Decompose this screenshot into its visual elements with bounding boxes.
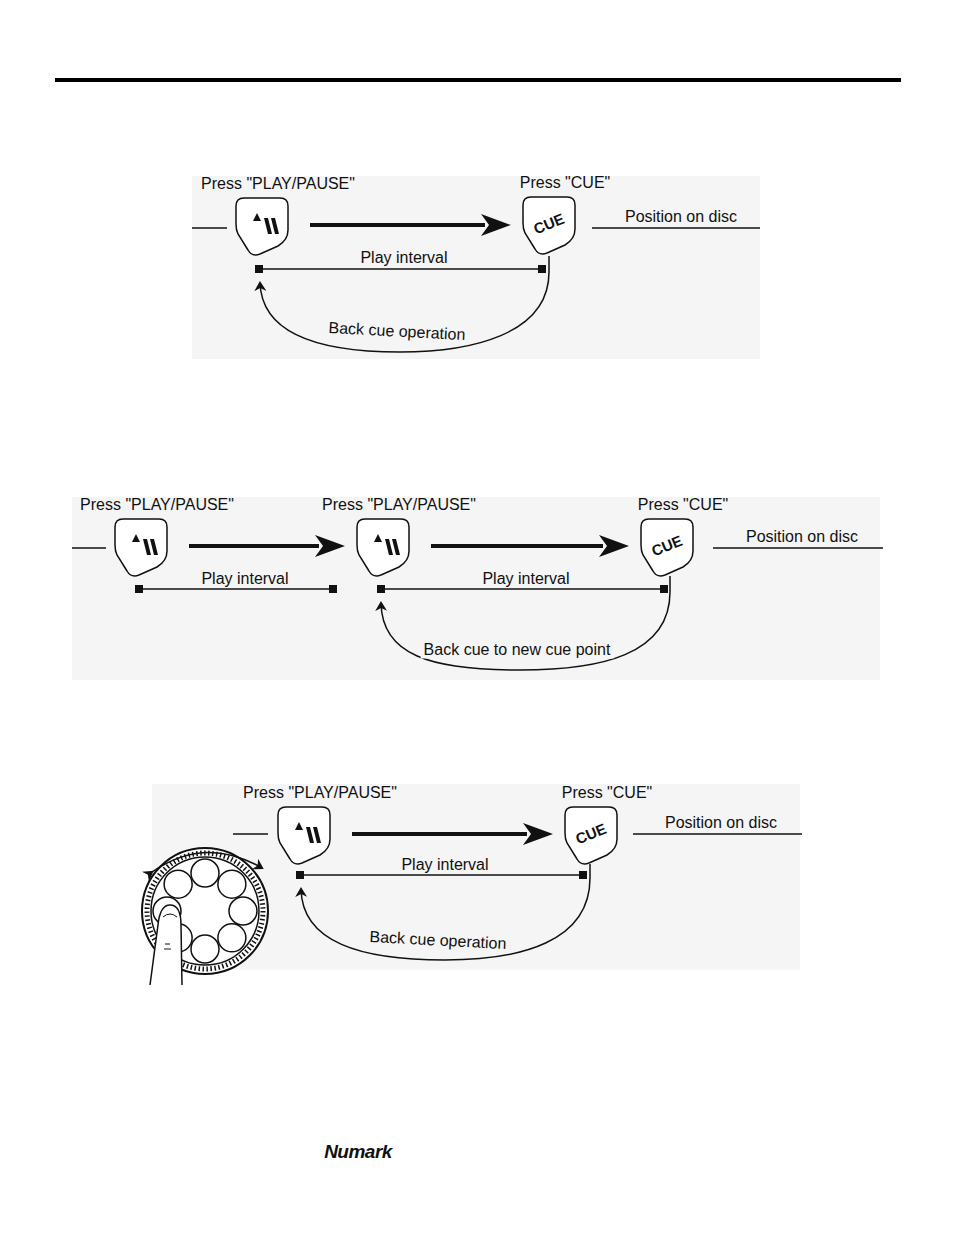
button-node: Press "CUE"CUE (521, 195, 577, 255)
button-node: Press "PLAY/PAUSE" (234, 196, 290, 256)
diagram-label: Play interval (479, 569, 572, 588)
wheel-petal (218, 870, 246, 898)
wheel-petal (191, 859, 219, 887)
wheel-petal (218, 924, 246, 952)
jog-wheel (142, 848, 268, 985)
diagram-label: Back cue to new cue point (421, 640, 614, 659)
button-outline (355, 517, 411, 577)
wheel-petal (191, 935, 219, 963)
axis-label: Position on disc (622, 207, 740, 226)
diagram-label: Play interval (398, 855, 491, 874)
wheel-petal (164, 870, 192, 898)
play-pause-symbol (374, 534, 400, 555)
flow-arrow (431, 535, 629, 557)
button-heading: Press "PLAY/PAUSE" (80, 496, 234, 514)
button-heading: Press "PLAY/PAUSE" (322, 496, 476, 514)
flow-arrow (310, 214, 511, 236)
button-node: Press "PLAY/PAUSE" (113, 517, 169, 577)
button-node: Press "CUE"CUE (563, 805, 619, 865)
wheel-petal (229, 897, 257, 925)
play-pause-symbol (295, 822, 321, 843)
button-heading: Press "PLAY/PAUSE" (201, 175, 355, 193)
diagram-panel (72, 497, 880, 680)
diagram-label: Play interval (198, 569, 291, 588)
diagram-panel (192, 176, 760, 359)
button-node: Press "CUE"CUE (639, 517, 695, 577)
button-node: Press "PLAY/PAUSE" (276, 805, 332, 865)
button-node: Press "PLAY/PAUSE" (355, 517, 411, 577)
button-outline (276, 805, 332, 865)
axis-label: Position on disc (662, 813, 780, 832)
button-outline (234, 196, 290, 256)
button-heading: Press "PLAY/PAUSE" (243, 784, 397, 802)
header-rule (55, 78, 901, 82)
button-heading: Press "CUE" (638, 496, 728, 514)
interval-markers (135, 265, 668, 879)
button-heading: Press "CUE" (562, 784, 652, 802)
flow-arrow (352, 823, 553, 845)
play-pause-symbol (253, 213, 279, 234)
brand-logo: Numark (321, 1142, 395, 1161)
button-heading: Press "CUE" (520, 174, 610, 192)
play-pause-symbol (132, 534, 158, 555)
button-outline (113, 517, 169, 577)
axis-label: Position on disc (743, 527, 861, 546)
flow-arrow (189, 535, 345, 557)
diagram-label: Play interval (357, 248, 450, 267)
